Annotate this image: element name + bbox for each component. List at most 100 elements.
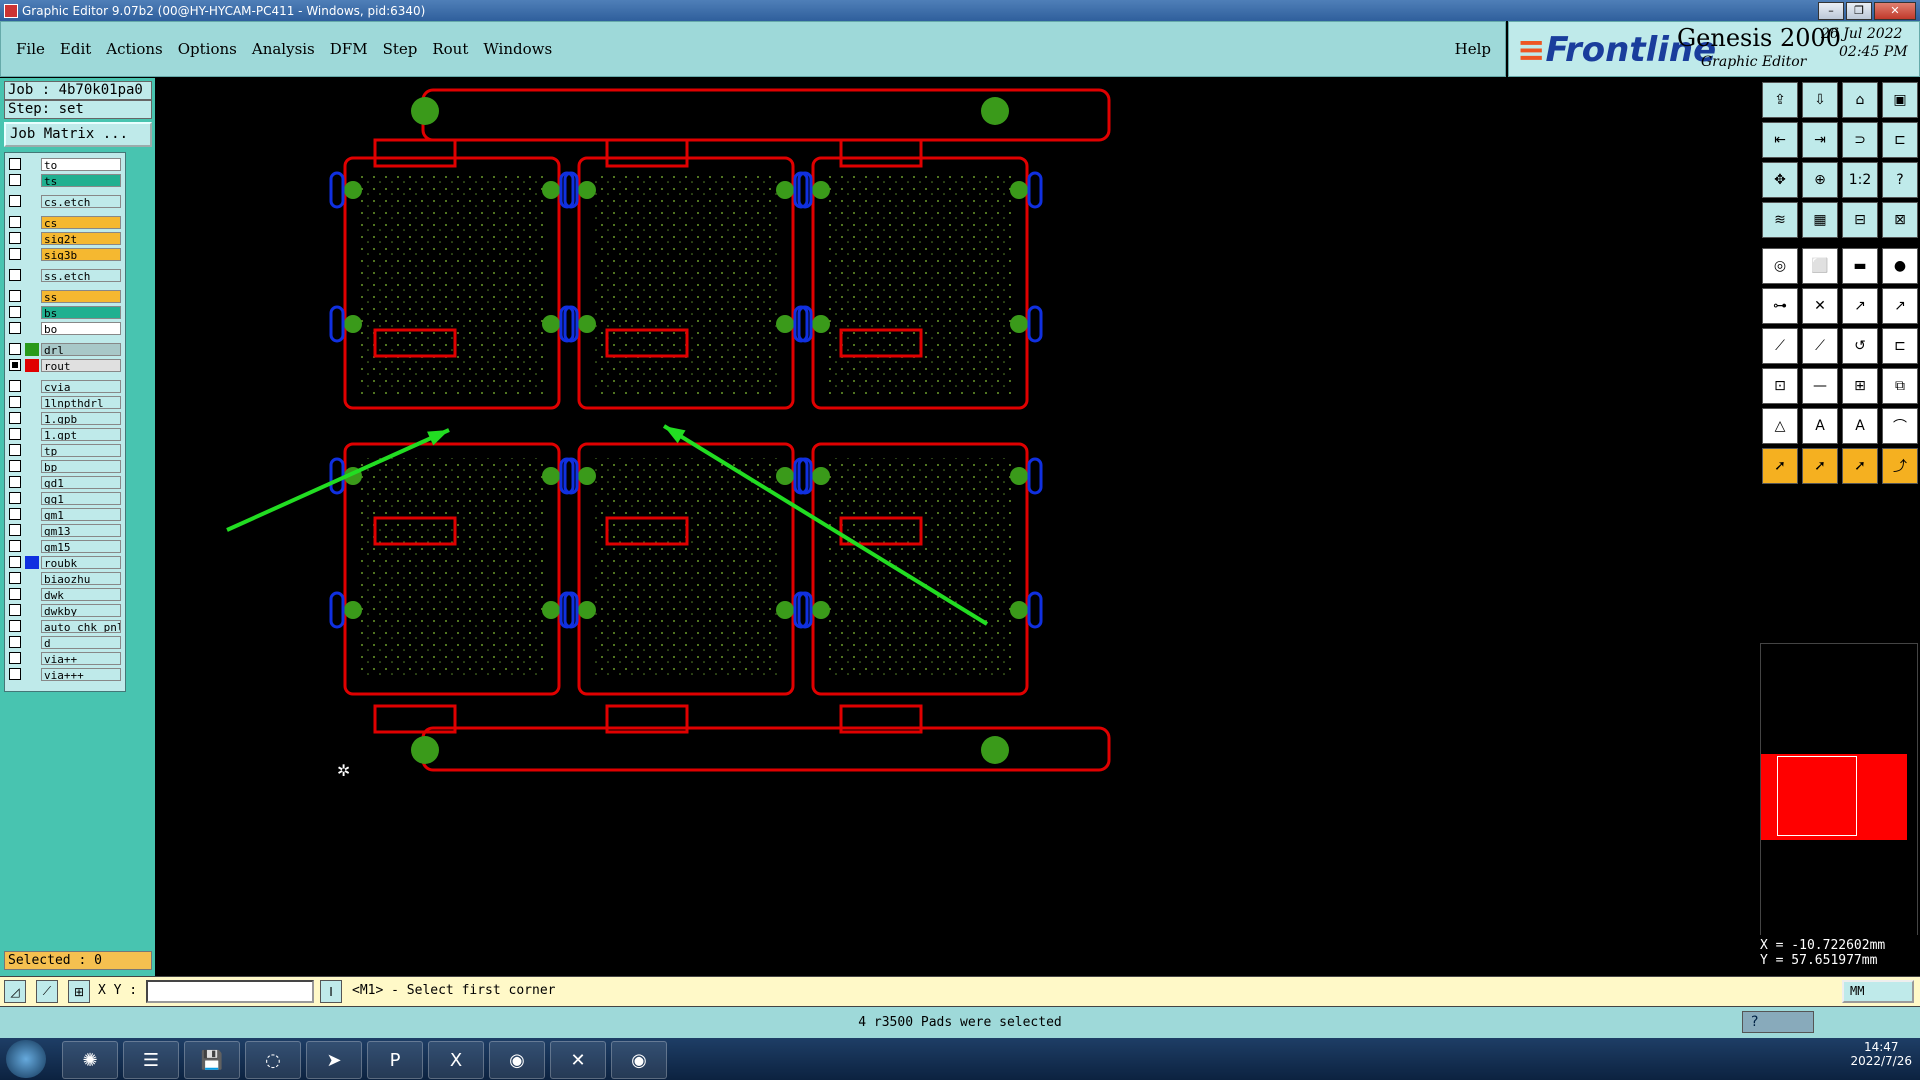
layer-row-sig2t[interactable]: sig2t [9, 231, 121, 245]
taskbar-notepad-icon[interactable]: ☰ [123, 1041, 179, 1079]
layer-checkbox[interactable] [9, 158, 21, 170]
layer-color-swatch[interactable] [25, 668, 39, 681]
layer-checkbox[interactable] [9, 620, 21, 632]
layer-name[interactable]: bp [41, 459, 121, 473]
layer-color-swatch[interactable] [25, 216, 39, 229]
layer-row-gm15[interactable]: gm15 [9, 539, 121, 553]
pan-left-icon[interactable]: ⇤ [1762, 122, 1798, 158]
delete-icon[interactable]: ✕ [1802, 288, 1838, 324]
menu-help[interactable]: Help [1454, 40, 1491, 58]
layer-checkbox[interactable] [9, 588, 21, 600]
layer-name[interactable]: cs.etch [41, 194, 121, 208]
layer-name[interactable]: gg1 [41, 491, 121, 505]
layer-name[interactable]: via++ [41, 651, 121, 665]
menu-windows[interactable]: Windows [483, 40, 553, 58]
layer-checkbox[interactable] [9, 444, 21, 456]
layer-checkbox[interactable] [9, 460, 21, 472]
layer-checkbox[interactable] [9, 290, 21, 302]
layer-row-bs[interactable]: bs [9, 305, 121, 319]
layer-row-biaozhu[interactable]: biaozhu [9, 571, 121, 585]
layer-color-swatch[interactable] [25, 396, 39, 409]
layer-row-1.gpt[interactable]: 1.gpt [9, 427, 121, 441]
triangle-icon[interactable]: △ [1762, 408, 1798, 444]
layer-color-swatch[interactable] [25, 492, 39, 505]
scale-icon[interactable]: 1:2 [1842, 162, 1878, 198]
taskbar-genesis-icon[interactable]: ◉ [489, 1041, 545, 1079]
fit-icon[interactable]: ✥ [1762, 162, 1798, 198]
menu-actions[interactable]: Actions [106, 40, 163, 58]
pad-icon[interactable]: ● [1882, 248, 1918, 284]
layer-checkbox[interactable] [9, 232, 21, 244]
layout-icon[interactable]: ⊏ [1882, 122, 1918, 158]
layer-name[interactable]: rout [41, 358, 121, 372]
layer-name[interactable]: 1lnpthdrl [41, 395, 121, 409]
layer-color-swatch[interactable] [25, 524, 39, 537]
layer-name[interactable]: ss.etch [41, 268, 121, 282]
layer-name[interactable]: dwkby [41, 603, 121, 617]
layer-name[interactable]: d [41, 635, 121, 649]
pointer-select-icon[interactable]: ➚ [1802, 448, 1838, 484]
layer-checkbox[interactable] [9, 524, 21, 536]
layer-row-dwk[interactable]: dwk [9, 587, 121, 601]
layer-checkbox[interactable] [9, 556, 21, 568]
taskbar-nav-icon[interactable]: P [367, 1041, 423, 1079]
taskbar-genesis2-icon[interactable]: ◉ [611, 1041, 667, 1079]
line-alt-icon[interactable]: ⟋ [1802, 328, 1838, 364]
layer-checkbox[interactable] [9, 216, 21, 228]
ruler-icon[interactable]: ▬ [1842, 248, 1878, 284]
grid-mode-icon[interactable]: ⊞ [68, 980, 90, 1003]
layer-checkbox[interactable] [9, 412, 21, 424]
layer-color-swatch[interactable] [25, 232, 39, 245]
cursor-icon[interactable]: I [320, 980, 342, 1003]
overview-panel[interactable] [1760, 643, 1918, 943]
layer-row-gg1[interactable]: gg1 [9, 491, 121, 505]
layer-name[interactable]: 1.gpt [41, 427, 121, 441]
layer-checkbox[interactable] [9, 359, 21, 371]
filter-icon[interactable]: ⊠ [1882, 202, 1918, 238]
close-button[interactable]: ✕ [1874, 2, 1916, 20]
split-icon[interactable]: ⊏ [1882, 328, 1918, 364]
layer-row-via+++[interactable]: via+++ [9, 667, 121, 681]
layer-color-swatch[interactable] [25, 620, 39, 633]
layer-row-bo[interactable]: bo [9, 321, 121, 335]
taskbar-cad-icon[interactable]: ✕ [550, 1041, 606, 1079]
layer-color-swatch[interactable] [25, 358, 39, 372]
units-selector[interactable]: MM [1842, 980, 1914, 1003]
menu-rout[interactable]: Rout [432, 40, 469, 58]
menu-file[interactable]: File [16, 40, 45, 58]
layer-checkbox[interactable] [9, 195, 21, 207]
layer-checkbox[interactable] [9, 380, 21, 392]
menu-analysis[interactable]: Analysis [251, 40, 315, 58]
layer-checkbox[interactable] [9, 652, 21, 664]
help-icon[interactable]: ? [1751, 1014, 1759, 1030]
layer-name[interactable]: bo [41, 321, 121, 335]
layer-color-swatch[interactable] [25, 174, 39, 187]
layer-row-to[interactable]: to [9, 157, 121, 171]
measure-icon[interactable]: ≋ [1762, 202, 1798, 238]
start-button[interactable] [6, 1040, 46, 1078]
layer-checkbox[interactable] [9, 476, 21, 488]
layer-checkbox[interactable] [9, 174, 21, 186]
layer-color-swatch[interactable] [25, 269, 39, 282]
layer-row-bp[interactable]: bp [9, 459, 121, 473]
layer-row-sig3b[interactable]: sig3b [9, 247, 121, 261]
layer-row-ss.etch[interactable]: ss.etch [9, 268, 121, 282]
layer-name[interactable]: 1.gpb [41, 411, 121, 425]
layer-row-drl[interactable]: drl [9, 342, 121, 356]
taskbar-arrow-icon[interactable]: ➤ [306, 1041, 362, 1079]
layer-color-swatch[interactable] [25, 322, 39, 335]
layer-checkbox[interactable] [9, 492, 21, 504]
pan-right-icon[interactable]: ⇥ [1802, 122, 1838, 158]
text-line-icon[interactable]: ⌒ [1882, 408, 1918, 444]
layer-row-cs[interactable]: cs [9, 215, 121, 229]
layer-color-swatch[interactable] [25, 248, 39, 261]
layer-color-swatch[interactable] [25, 412, 39, 425]
layer-name[interactable]: auto_chk_pnl [41, 619, 121, 633]
add-pad-icon[interactable]: ⊡ [1762, 368, 1798, 404]
layer-row-via++[interactable]: via++ [9, 651, 121, 665]
minimize-button[interactable]: – [1818, 2, 1844, 20]
layer-name[interactable]: via+++ [41, 667, 121, 681]
layer-row-1lnpthdrl[interactable]: 1lnpthdrl [9, 395, 121, 409]
layer-color-swatch[interactable] [25, 588, 39, 601]
layer-checkbox[interactable] [9, 248, 21, 260]
